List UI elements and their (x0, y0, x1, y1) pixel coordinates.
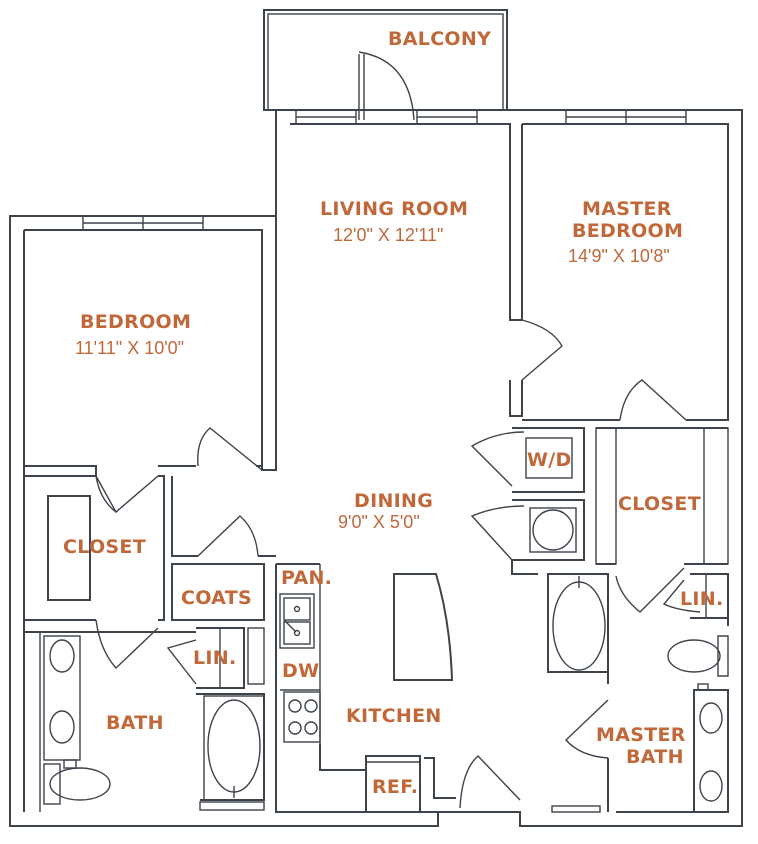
room-label-dishwasher: DW (282, 660, 320, 682)
room-dimensions-dining: 9'0" X 5'0" (338, 512, 420, 532)
kitchen-counters (275, 563, 456, 813)
room-dimensions-living-room: 12'0" X 12'11" (333, 225, 444, 245)
room-dimensions-master-bedroom: 14'9" X 10'8" (568, 246, 670, 266)
room-dimensions-bedroom: 11'11" X 10'0" (75, 338, 185, 358)
windows (82, 109, 687, 231)
room-label-master-closet: CLOSET (618, 493, 701, 515)
room-label-living-room: LIVING ROOM (320, 198, 469, 220)
room-label-refrigerator: REF. (372, 776, 419, 798)
room-label-bedroom: BEDROOM (80, 311, 192, 333)
room-label-balcony: BALCONY (388, 28, 492, 50)
room-label-pantry: PAN. (281, 567, 333, 589)
room-label-master-linen: LIN. (680, 588, 724, 610)
room-label-kitchen: KITCHEN (346, 705, 442, 727)
room-label-coats: COATS (181, 587, 252, 609)
master-bath (547, 573, 729, 813)
room-label-bath: BATH (106, 712, 164, 734)
bath-fixtures (43, 635, 265, 805)
doors (95, 319, 701, 809)
room-label-bedroom-closet: CLOSET (63, 536, 146, 558)
master-closet (595, 427, 729, 565)
balcony-outline (263, 9, 508, 111)
room-label-master-bedroom-line1: MASTER (582, 198, 672, 220)
washer-dryer (511, 427, 585, 575)
room-label-bath-linen: LIN. (193, 647, 237, 669)
room-label-master-bath-line1: MASTER (596, 724, 686, 746)
room-label-washer-dryer: W/D (527, 449, 572, 471)
room-label-master-bedroom-line2: BEDROOM (572, 220, 684, 242)
room-label-master-bath-line2: BATH (626, 746, 684, 768)
room-label-dining: DINING (354, 490, 434, 512)
